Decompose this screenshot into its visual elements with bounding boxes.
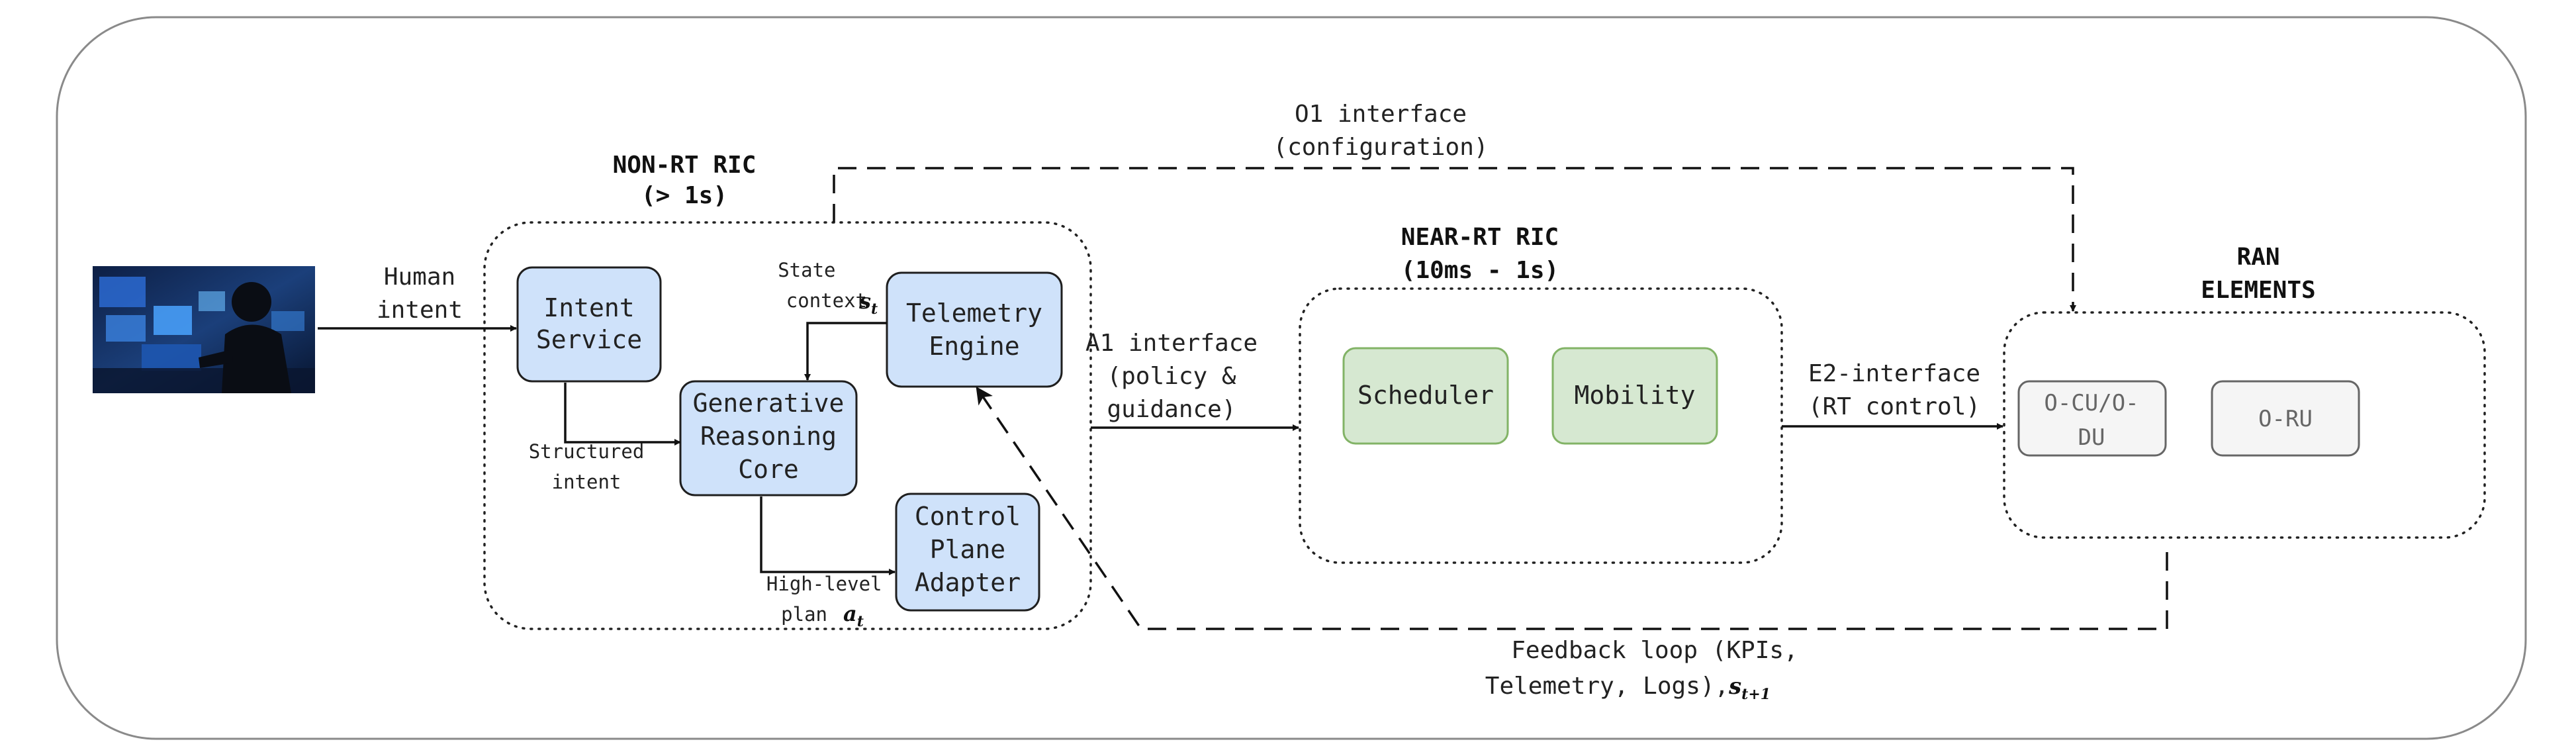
o-ru-label: O-RU [2258, 406, 2313, 432]
reasoning-core-box [679, 380, 858, 496]
plan-line2: plan [781, 603, 827, 626]
o1-interface-arrow [833, 167, 2076, 312]
text-line: (10ms - 1s) [1401, 257, 1559, 284]
text-line: intent [552, 471, 621, 493]
o-cu-du-label: O-CU/O- DU [2044, 390, 2139, 451]
text-line: (RT control) [1808, 393, 1980, 420]
plan-line1: High-level [766, 573, 882, 595]
state-context-line2: context [786, 289, 867, 312]
o1-interface-label: O1 interface (configuration) [1273, 101, 1488, 161]
ran-elements-container [2003, 311, 2486, 539]
o-ru-box [2211, 380, 2360, 457]
state-context-label: State context [778, 259, 867, 312]
near-rt-ric-container [1299, 287, 1783, 564]
scheduler-box [1342, 347, 1509, 445]
text-line: O1 interface [1295, 101, 1467, 128]
text-line: (configuration) [1273, 134, 1488, 161]
o-cu-du-box [2017, 380, 2167, 457]
text-line: O-CU/O- [2044, 390, 2139, 416]
mobility-box [1551, 347, 1718, 445]
intent-service-box [516, 266, 662, 383]
ran-elements-title: RAN ELEMENTS [2201, 244, 2315, 304]
control-plane-adapter-box [895, 493, 1040, 612]
text-line: Structured [529, 440, 645, 463]
high-level-plan-arrow [760, 496, 896, 575]
text-line: Human [384, 263, 455, 291]
text-line: Adapter [915, 568, 1021, 597]
text-line: Control [915, 502, 1021, 531]
structured-intent-label: Structured intent [529, 440, 645, 493]
telemetry-engine-box [886, 271, 1063, 388]
feedback-loop-line1: Feedback loop (KPIs, [1511, 637, 1798, 664]
text-line: Service [536, 325, 642, 354]
state-context-line1: State [778, 259, 835, 281]
text-line: (> 1s) [641, 182, 727, 209]
scheduler-label: Scheduler [1357, 381, 1494, 410]
text-line: Intent [543, 293, 634, 322]
text-line: (policy & [1107, 363, 1236, 390]
non-rt-ric-container [483, 221, 1092, 630]
person-at-computer-icon [93, 266, 315, 393]
outer-frame [56, 16, 2527, 740]
text-line: NEAR-RT RIC [1401, 224, 1559, 251]
text-line: RAN [2236, 244, 2279, 271]
text-line: DU [2078, 424, 2105, 451]
text-line: Telemetry [906, 299, 1042, 328]
text-line: Generative [693, 389, 845, 418]
e2-interface-label: E2-interface (RT control) [1808, 360, 1980, 420]
feedback-loop-arrow [976, 386, 2168, 630]
high-level-plan-label: High-level plan [766, 573, 894, 626]
text-line: intent [377, 297, 463, 324]
structured-intent-arrow [564, 383, 681, 446]
text-line: guidance) [1107, 396, 1236, 423]
text-line: NON-RT RIC [613, 152, 757, 179]
text-line: ELEMENTS [2201, 277, 2315, 304]
state-symbol: st [858, 289, 878, 318]
text-line: A1 interface [1085, 330, 1258, 357]
state-context-arrow [804, 322, 887, 381]
feedback-loop-line2: Telemetry, Logs), [1485, 673, 1729, 700]
text-line: Engine [929, 332, 1019, 361]
text-line: Plane [930, 535, 1005, 564]
feedback-symbol: st+1 [1728, 673, 1771, 703]
plan-symbol: at [843, 601, 864, 630]
non-rt-ric-title: NON-RT RIC (> 1s) [613, 152, 757, 209]
mobility-label: Mobility [1574, 381, 1695, 410]
human-intent-label: Human intent [377, 263, 463, 324]
near-rt-ric-title: NEAR-RT RIC (10ms - 1s) [1401, 224, 1559, 284]
a1-interface-label: A1 interface (policy & guidance) [1085, 330, 1258, 423]
text-line: Reasoning [700, 422, 837, 451]
text-line: Core [738, 455, 799, 484]
text-line: E2-interface [1808, 360, 1980, 387]
